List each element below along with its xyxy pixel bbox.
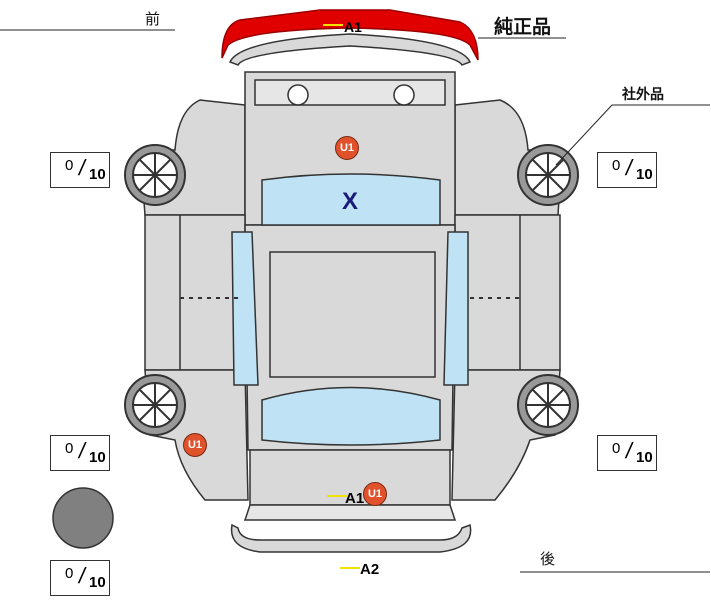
hood-mark: U1 — [335, 136, 359, 160]
score-max: 10 — [636, 166, 653, 183]
wheel-front-left-icon — [124, 144, 186, 206]
rear-bumper — [230, 523, 472, 553]
right-doors — [454, 214, 561, 371]
spot-indicator — [52, 487, 114, 549]
rear-left-fender-mark: U1 — [183, 433, 207, 457]
score-rear-left: 0/10 — [50, 435, 110, 471]
front-bumper-mark: A1 — [344, 19, 362, 35]
headlight-panel — [254, 79, 446, 106]
score-max: 10 — [636, 449, 653, 466]
front-grille — [228, 33, 472, 66]
score-max: 10 — [89, 449, 106, 466]
front-label: 前 — [145, 10, 161, 28]
score-value: 0 — [612, 440, 621, 457]
score-rear-right: 0/10 — [597, 435, 657, 471]
left-window — [231, 231, 259, 386]
score-value: 0 — [65, 440, 74, 457]
score-value: 0 — [65, 157, 74, 174]
score-spare: 0/10 — [50, 560, 110, 596]
trunk-mark-a: A1 — [345, 490, 365, 507]
score-front-left: 0/10 — [50, 152, 110, 188]
wheels — [124, 144, 579, 436]
rear-garnish — [243, 504, 457, 521]
score-value: 0 — [612, 157, 621, 174]
windshield-mark: X — [342, 188, 359, 215]
left-doors — [144, 214, 246, 371]
aftermarket-label: 社外品 — [622, 87, 664, 103]
score-max: 10 — [89, 574, 106, 591]
score-value: 0 — [65, 565, 74, 582]
right-window — [443, 231, 469, 386]
roof — [269, 251, 436, 378]
wheel-rear-right-icon — [517, 374, 579, 436]
trunk-mark-u: U1 — [363, 482, 387, 506]
wheel-rear-left-icon — [124, 374, 186, 436]
score-front-right: 0/10 — [597, 152, 657, 188]
score-max: 10 — [89, 166, 106, 183]
windshield — [261, 173, 441, 226]
rear-window — [261, 386, 441, 446]
rear-label: 後 — [540, 550, 556, 568]
genuine-label: 純正品 — [494, 16, 552, 38]
rear-bumper-mark: A2 — [360, 561, 380, 578]
front-bumper-genuine — [221, 9, 479, 61]
wheel-front-right-icon — [517, 144, 579, 206]
